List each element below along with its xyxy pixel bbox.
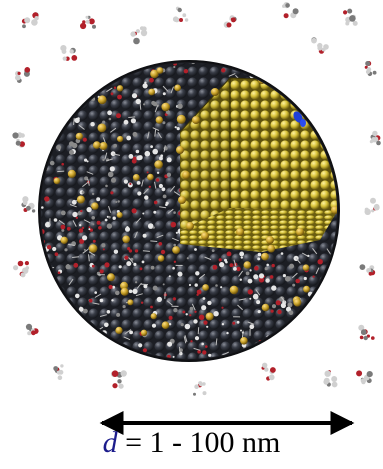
- scale-equals: =: [117, 426, 150, 459]
- ligand-shell: [41, 63, 332, 359]
- scale-symbol: d: [102, 426, 118, 459]
- scale-label: d = 1 - 100 nm: [0, 425, 383, 461]
- scale-range: 1 - 100 nm: [149, 426, 281, 459]
- solvent-molecules: [12, 2, 381, 396]
- nanoparticle-sphere: [38, 60, 340, 362]
- gold-core-floor: [180, 208, 337, 252]
- ion-marker: [293, 111, 306, 127]
- gold-core-left-wall: [180, 78, 230, 230]
